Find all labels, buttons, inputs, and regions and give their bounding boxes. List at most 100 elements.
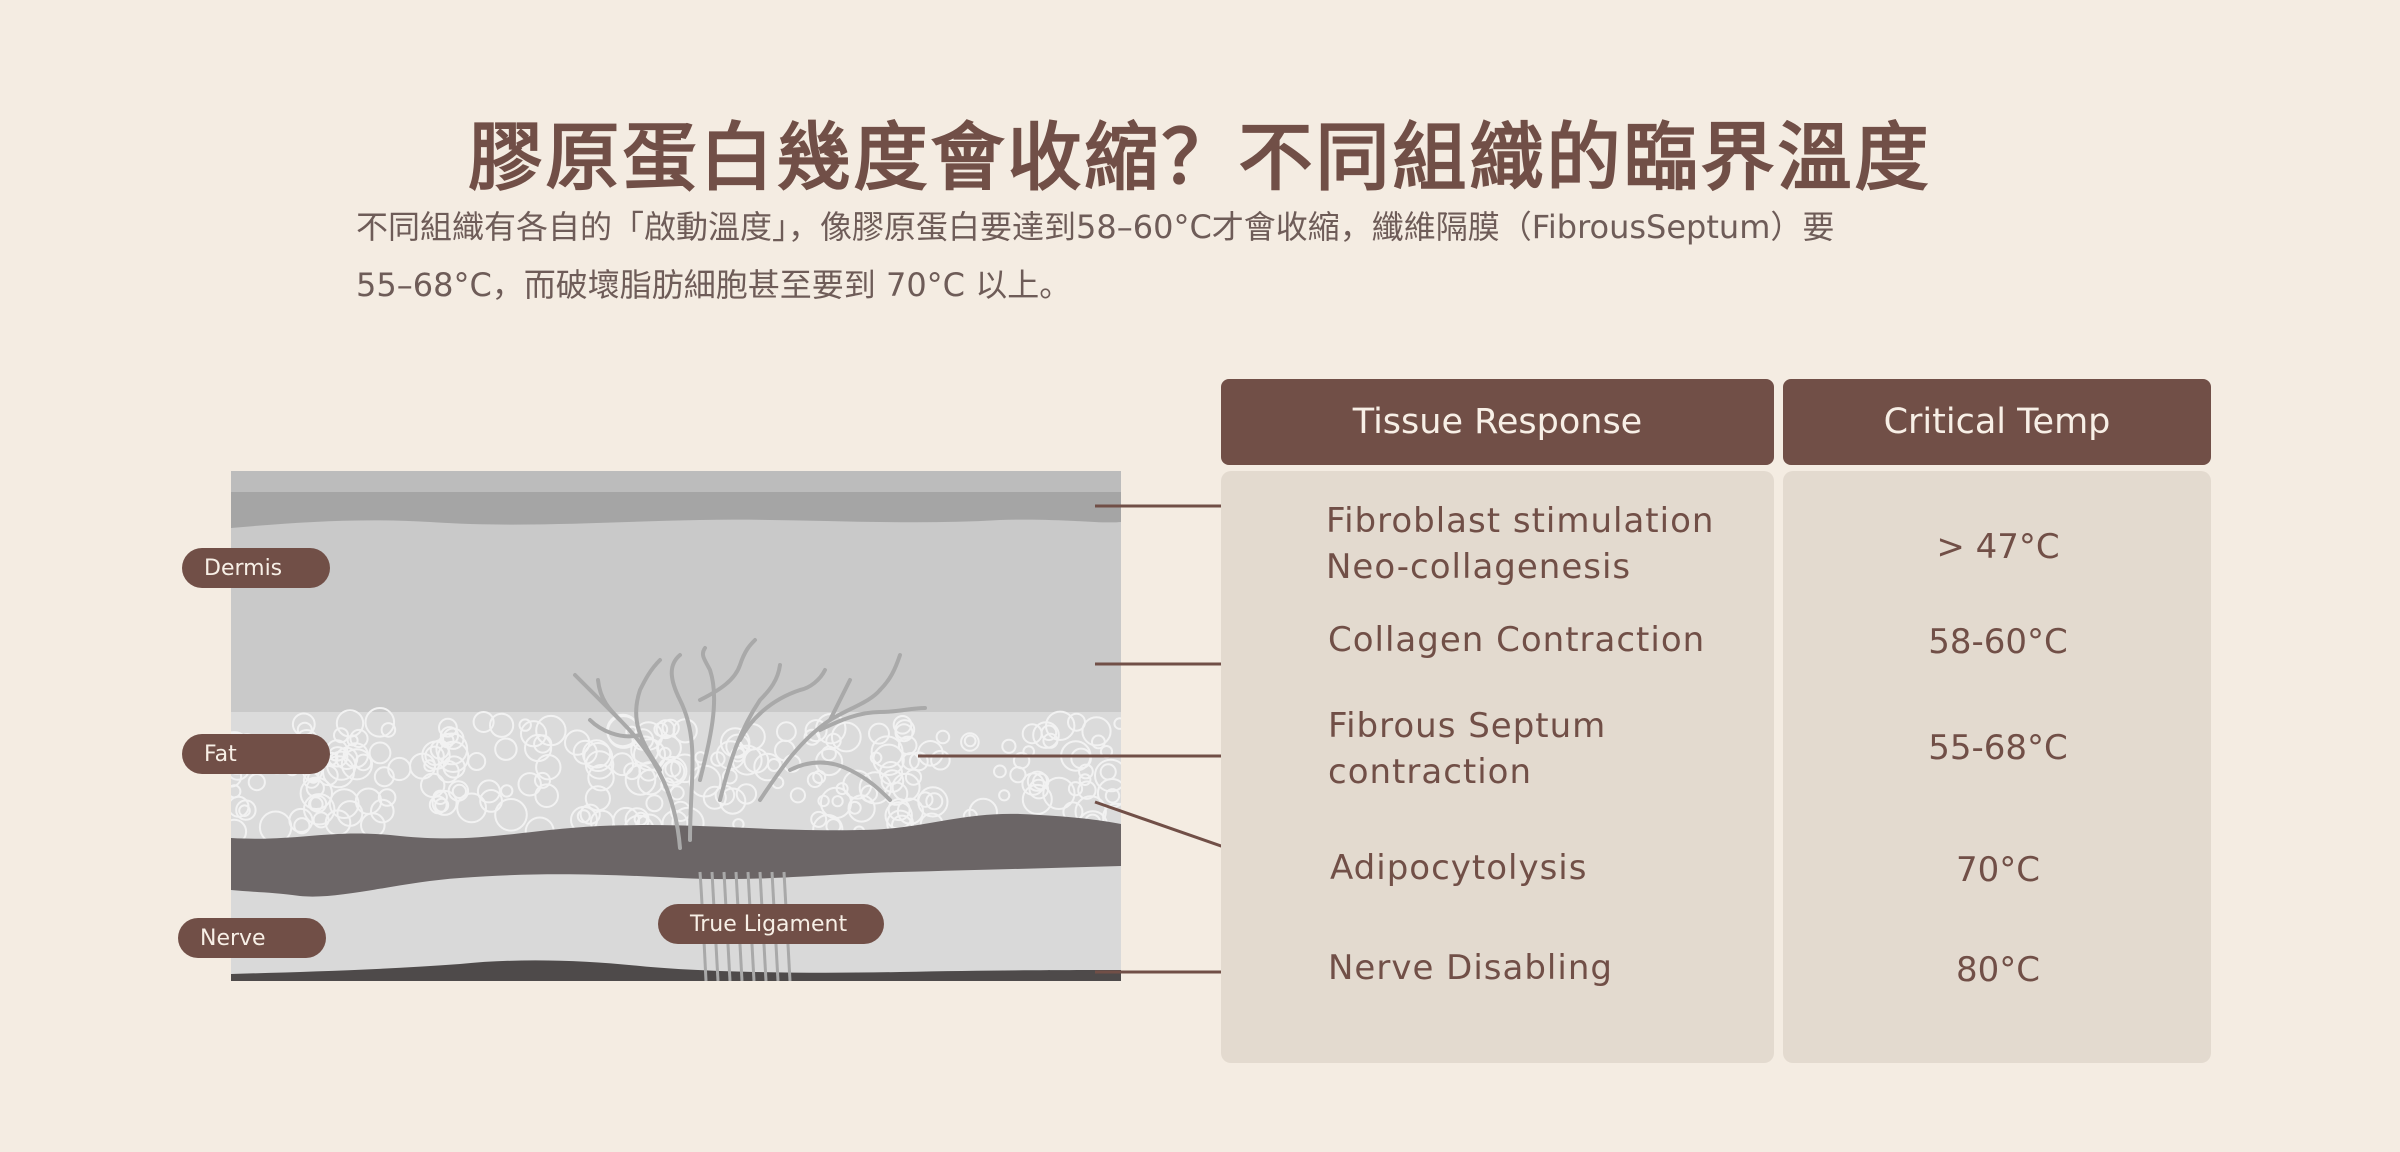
fat-cell [917, 740, 944, 767]
fat-cell [572, 739, 598, 765]
fat-cell [534, 783, 560, 809]
fat-cell [303, 793, 336, 826]
fat-cell [998, 789, 1011, 802]
fat-cell [373, 766, 395, 788]
fat-cell [333, 727, 349, 744]
subtitle-line-2: 55–68°C，而破壞脂肪細胞甚至要到 70°C 以上。 [356, 266, 1072, 304]
fat-cell [896, 797, 925, 825]
fat-cell [476, 779, 501, 804]
fat-cell [1078, 773, 1092, 786]
fat-cell [377, 788, 397, 807]
fat-cell [336, 800, 364, 827]
fat-cell [235, 799, 257, 821]
fat-cell [672, 718, 698, 744]
row-4-temp: 70°C [1955, 850, 2040, 890]
fat-cell [872, 743, 905, 776]
fat-cell [1021, 783, 1053, 815]
fat-cell [340, 748, 373, 781]
fat-cell [489, 712, 515, 738]
row-4-response: Adipocytolysis [1330, 848, 1588, 888]
fat-cell [518, 718, 532, 732]
fat-cell [354, 753, 373, 772]
fat-cell [810, 810, 828, 828]
label-true-ligament: True Ligament [658, 904, 884, 944]
fat-cell [658, 746, 672, 760]
skin-cross-section [231, 471, 1121, 981]
fat-cell [894, 723, 914, 743]
label-nerve: Nerve [178, 918, 326, 958]
fat-cell [904, 768, 923, 786]
header-critical-temp: Critical Temp [1783, 379, 2211, 465]
fat-cell [293, 817, 311, 835]
muscle-layer [231, 813, 1121, 897]
fat-cell [1040, 724, 1058, 742]
fat-cell [1045, 710, 1076, 741]
row-3-response: Fibrous Septum contraction [1328, 706, 1607, 792]
fat-cell [892, 715, 913, 735]
fat-cell [624, 764, 657, 796]
fat-cell [702, 785, 727, 810]
fat-cell [535, 754, 562, 781]
fat-cell [831, 795, 844, 808]
fat-cell [431, 789, 458, 816]
header-tissue-response: Tissue Response [1221, 379, 1774, 465]
row-1-response: Fibroblast stimulation Neo-collagenesis [1326, 501, 1715, 587]
fat-cell [438, 717, 458, 738]
fat-cell [534, 771, 551, 789]
fat-cell [669, 785, 685, 801]
fat-cell [309, 794, 328, 813]
fat-cell [830, 721, 862, 753]
fat-cell [868, 722, 890, 745]
fat-cell [420, 772, 446, 798]
fat-cell [231, 784, 242, 799]
fat-cell [858, 771, 892, 805]
row-5-response: Nerve Disabling [1328, 948, 1613, 988]
fat-cell [517, 772, 542, 797]
fat-cell [442, 727, 465, 750]
fat-cell [247, 773, 266, 792]
fat-cell [451, 783, 467, 800]
fat-cell [993, 764, 1007, 779]
fat-cell [584, 785, 612, 812]
fat-cell [424, 745, 445, 766]
row-2-temp: 58-60°C [1928, 622, 2068, 662]
page-title: 膠原蛋白幾度會收縮？不同組織的臨界溫度 [468, 115, 1932, 201]
fat-cell [1094, 758, 1121, 793]
fat-cell [1078, 763, 1094, 780]
label-dermis: Dermis [182, 548, 330, 588]
fat-cell [925, 792, 944, 811]
fat-cell [960, 732, 980, 752]
fat-cell [1091, 734, 1106, 750]
fat-cell [819, 786, 853, 820]
fat-cell [1077, 780, 1097, 800]
fat-cell [429, 739, 450, 760]
fat-cell [494, 737, 518, 761]
fat-cell [1026, 770, 1049, 792]
fat-cell [963, 734, 977, 748]
fat-cell [869, 751, 883, 765]
deep-layer [231, 960, 1121, 981]
fat-cell [930, 749, 951, 771]
row-3-temp: 55-68°C [1928, 728, 2068, 768]
fat-cell [238, 804, 251, 818]
response-column [1221, 471, 1774, 1063]
fat-cell [670, 753, 700, 784]
fat-cell [656, 734, 682, 761]
fat-cell [1032, 721, 1060, 749]
label-fat: Fat [182, 734, 330, 774]
fat-cell [579, 803, 601, 825]
fat-cell [1042, 776, 1076, 811]
fat-cell [804, 719, 828, 743]
fat-cell [312, 811, 330, 829]
fat-cell [583, 742, 614, 772]
fibrous-septum [573, 638, 927, 850]
fat-cell [435, 732, 469, 766]
temp-column [1783, 471, 2211, 1063]
fat-cell [1113, 717, 1121, 730]
fat-cell [500, 784, 514, 798]
fat-cell [1001, 738, 1017, 754]
fat-cell [1021, 772, 1045, 796]
epidermis-layer [231, 471, 1121, 493]
row-5-temp: 80°C [1955, 950, 2040, 990]
fat-cell [587, 764, 615, 792]
